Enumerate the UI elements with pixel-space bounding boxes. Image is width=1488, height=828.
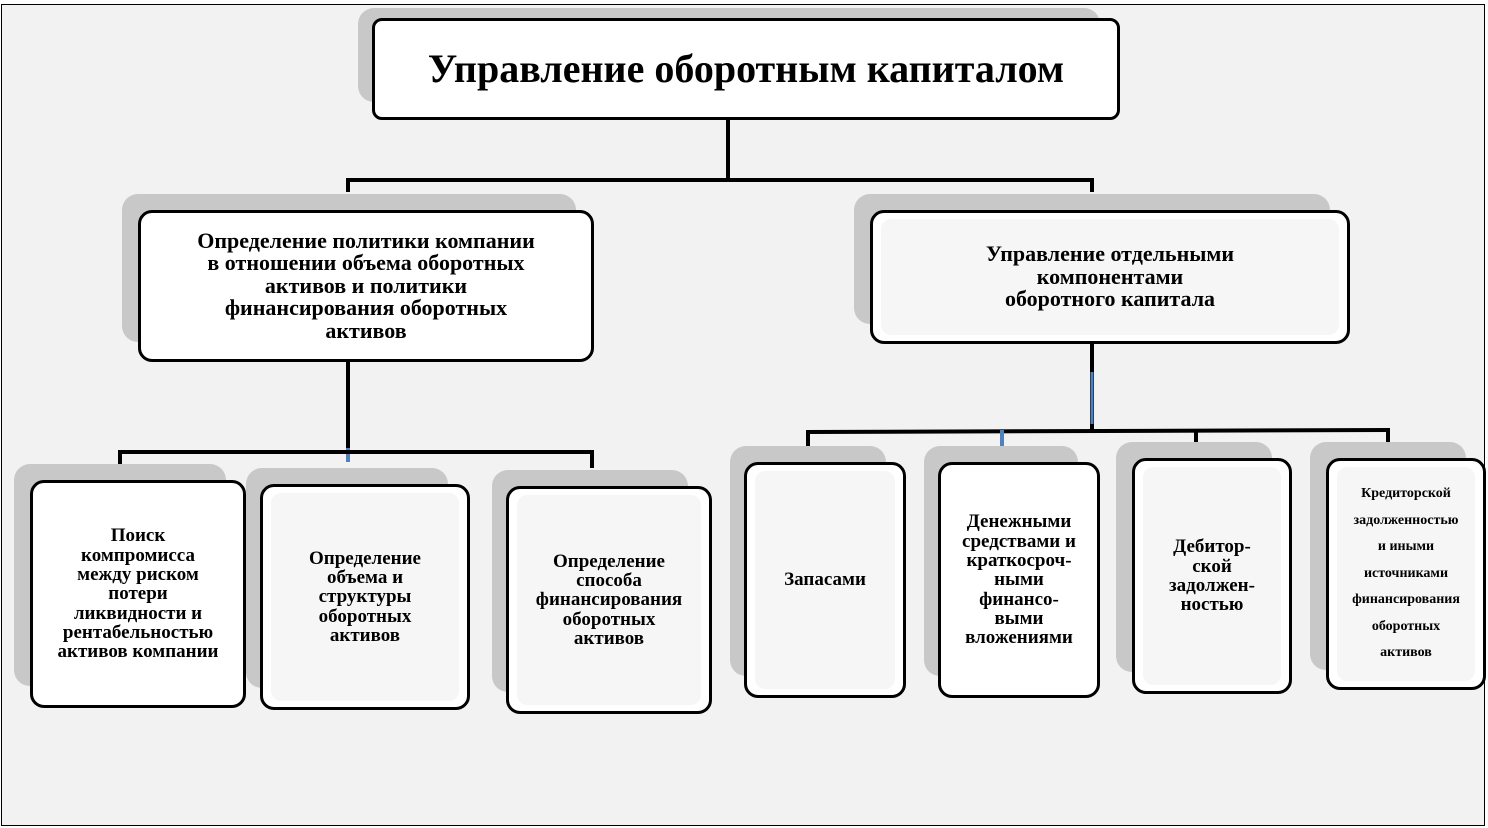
leaf-3-text: Определение способа финансирования оборо… (535, 550, 683, 650)
leaf-box-inventory: Запасами (744, 462, 906, 698)
leaf-box-payables: Кредиторской задолженностью и иными исто… (1326, 458, 1486, 690)
leaf-1-text: Поиск компромисса между риском потери ли… (57, 525, 219, 663)
title-text: Управление оборотным капиталом (427, 45, 1065, 91)
leaf-5-text: Денежными средствами и краткосроч- ными … (962, 511, 1076, 649)
connector-right-bar (805, 428, 1391, 434)
leaf-6-sheen (1143, 467, 1281, 685)
right-branch-sheen (881, 219, 1339, 335)
right-branch-text: Управление отдельными компонентами оборо… (985, 241, 1235, 312)
leaf-2-sheen (271, 493, 459, 701)
leaf-box-risk-compromise: Поиск компромисса между риском потери ли… (30, 480, 246, 708)
left-branch-box: Определение политики компании в отношени… (138, 210, 594, 362)
leaf-2-text: Определение объема и структуры оборотных… (309, 547, 421, 647)
leaf-7-sheen (1337, 467, 1475, 681)
leaf-4-text: Запасами (784, 569, 866, 591)
title-box: Управление оборотным капиталом (372, 18, 1120, 120)
leaf-box-cash: Денежными средствами и краткосроч- ными … (938, 462, 1100, 698)
leaf-4-sheen (755, 471, 895, 689)
leaf-3-sheen (517, 495, 701, 705)
leaf-box-asset-volume: Определение объема и структуры оборотных… (260, 484, 470, 710)
leaf-7-text: Кредиторской задолженностью и иными исто… (1352, 485, 1460, 661)
left-branch-text: Определение политики компании в отношени… (197, 227, 535, 343)
leaf-6-text: Дебитор- ской задолжен- ностью (1169, 536, 1255, 616)
leaf-box-financing-method: Определение способа финансирования оборо… (506, 486, 712, 714)
right-branch-box: Управление отдельными компонентами оборо… (870, 210, 1350, 344)
leaf-box-receivables: Дебитор- ской задолжен- ностью (1132, 458, 1292, 694)
